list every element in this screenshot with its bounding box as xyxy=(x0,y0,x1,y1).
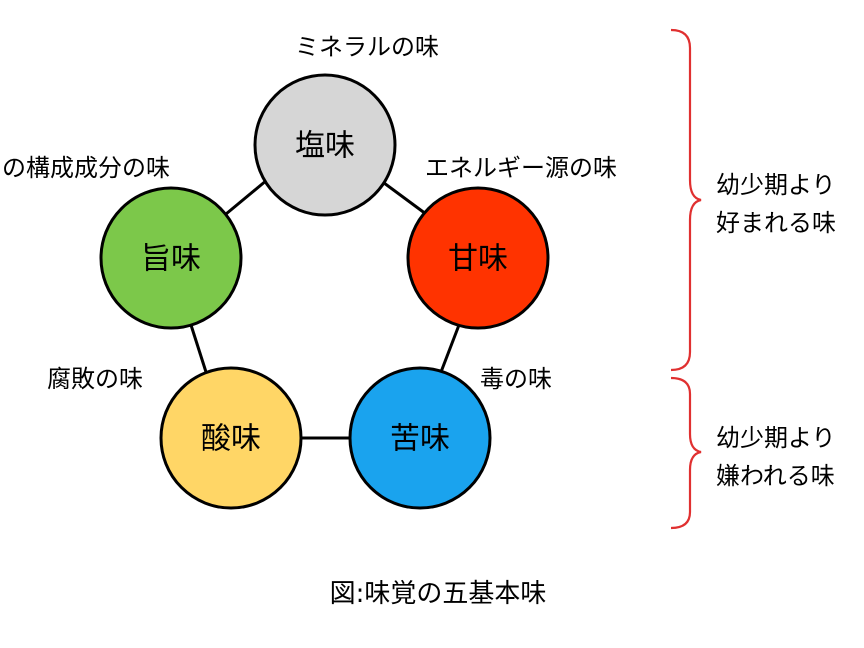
umami-circle xyxy=(99,186,243,330)
liked-line1: 幼少期より xyxy=(716,171,836,199)
sweet-role: エネルギー源の味 xyxy=(425,154,617,182)
edge-umami-salty xyxy=(225,178,268,216)
bitter-role: 毒の味 xyxy=(480,365,552,393)
edge-salty-sweet xyxy=(379,178,427,216)
disliked-line2: 嫌われる味 xyxy=(716,462,835,490)
salty-role: ミネラルの味 xyxy=(295,33,439,61)
disliked-line1: 幼少期より xyxy=(716,424,836,452)
node-bitter: 苦味 xyxy=(348,366,492,510)
umami-label: 旨味 xyxy=(141,242,201,277)
node-umami: 旨味 xyxy=(99,186,243,330)
brace-disliked xyxy=(670,376,702,530)
edge-sour-umami xyxy=(189,324,208,373)
sweet-circle xyxy=(406,186,550,330)
node-sweet: 甘味 xyxy=(406,186,550,330)
salty-circle xyxy=(253,73,397,217)
sour-circle xyxy=(159,366,303,510)
bitter-circle xyxy=(348,366,492,510)
liked-line2: 好まれる味 xyxy=(716,209,836,237)
salty-label: 塩味 xyxy=(295,129,355,164)
umami-role: の構成成分の味 xyxy=(2,154,170,182)
brace-liked xyxy=(670,28,702,372)
sour-role: 腐敗の味 xyxy=(47,365,143,393)
bitter-label: 苦味 xyxy=(390,422,450,457)
node-salty: 塩味 xyxy=(253,73,397,217)
figure-caption: 図:味覚の五基本味 xyxy=(330,579,547,609)
sour-label: 酸味 xyxy=(201,422,261,457)
sweet-label: 甘味 xyxy=(448,242,508,277)
edge-sweet-bitter xyxy=(439,324,461,373)
pentagon-edges xyxy=(189,178,461,440)
node-sour: 酸味 xyxy=(159,366,303,510)
